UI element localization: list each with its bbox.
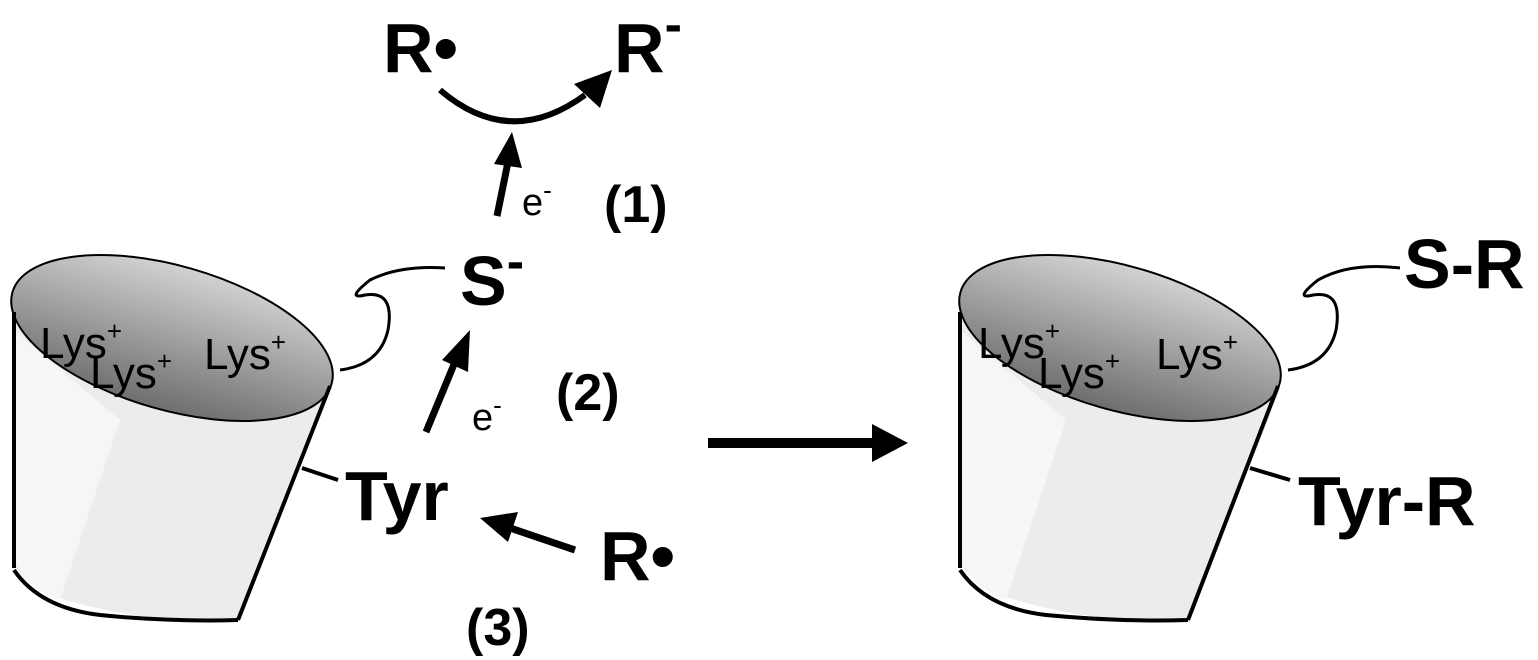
right-lys-3: Lys+ [1156,327,1238,379]
step-2-label: (2) [556,364,620,422]
curved-arrow-radical-to-anion [438,70,612,125]
step-3-label: (3) [466,599,530,657]
step-1-label: (1) [604,176,668,234]
right-protein-cup [958,254,1282,623]
left-lys-3: Lys+ [204,327,286,379]
arrow-thiolate-to-curve [493,132,522,217]
main-reaction-arrow [708,424,908,462]
right-tyr-tick [1249,466,1291,482]
left-protein-cup [10,254,334,623]
left-cup-right-edge [236,385,332,621]
electron-label-1: e- [522,175,552,224]
right-lys-2: Lys+ [1038,346,1120,398]
anion-label-top: R- [614,0,682,87]
right-lys-1: Lys+ [978,316,1060,368]
arrow-radical-to-tyr [480,512,577,554]
left-cup-bottom-edge [12,568,239,623]
radical-label-top: R• [383,9,458,87]
right-cup-top [958,254,1282,422]
right-cup-wall-highlight [960,330,1066,600]
right-linker [1287,265,1401,372]
left-lys-2: Lys+ [90,346,172,398]
tyrosine-label: Tyr [345,457,449,535]
left-linker [339,266,446,372]
left-lys-1: Lys+ [40,316,122,368]
right-cup-bottom-edge [958,568,1189,623]
left-cup-top [10,254,334,422]
arrow-tyr-to-thiolate [422,330,470,434]
right-cup-right-edge [1186,385,1280,621]
left-cup-wall-highlight [14,330,120,600]
adduct-tyr-label: Tyr-R [1298,462,1476,540]
left-tyr-tick [301,466,339,482]
thiolate-label: S- [460,233,524,320]
radical-label-bottom: R• [600,517,675,595]
adduct-s-label: S-R [1404,225,1525,303]
electron-label-2: e- [472,390,502,439]
